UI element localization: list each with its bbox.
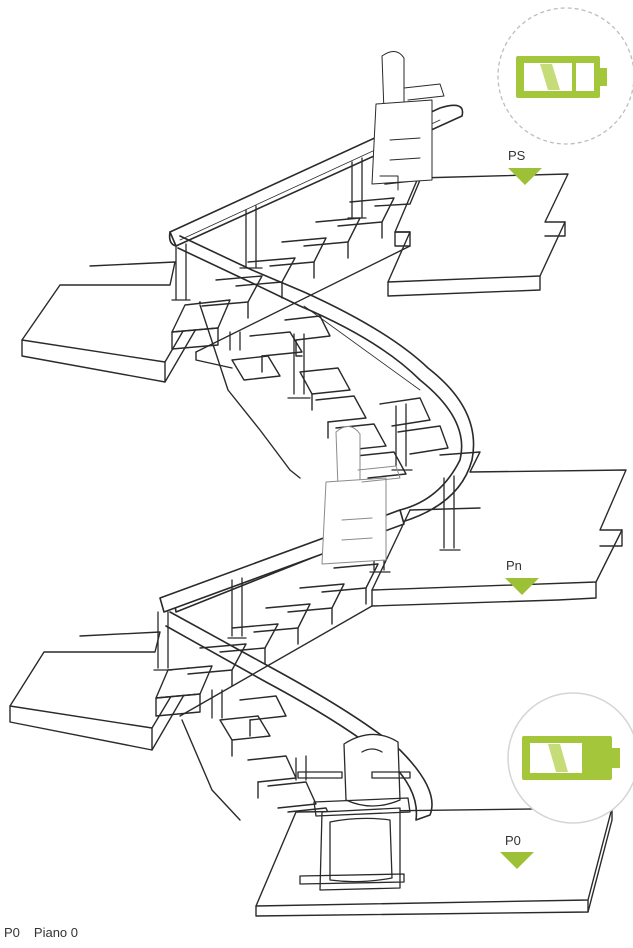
legend-text: Piano 0 (33, 925, 78, 940)
floor-label-p0: P0 (505, 833, 521, 848)
upper-left-landing (21, 261, 201, 383)
bottom-floor-slab (255, 807, 613, 917)
legend-code: P0 (4, 925, 20, 940)
top-floor-slab (387, 173, 569, 297)
stairlift-chair-top (371, 51, 445, 191)
battery-callout-bottom (507, 692, 633, 824)
floor-label-pn: Pn (506, 558, 522, 573)
middle-floor-slab (371, 451, 627, 607)
lower-left-landing (9, 631, 189, 751)
floor-label-ps: PS (508, 148, 526, 163)
stairlift-chair-bottom (297, 733, 411, 891)
stairlift-chair-middle (321, 426, 401, 565)
battery-callout-top (497, 7, 633, 145)
battery-charging-icon (522, 736, 620, 780)
rail-posts (153, 157, 461, 781)
upper-flight-steps (171, 179, 421, 369)
floor-arrow-ps (508, 168, 542, 185)
bottom-flight-steps (181, 695, 337, 835)
floor-arrow-p0 (500, 852, 534, 869)
floor-arrow-pn (505, 578, 539, 595)
legend: P0 Piano 0 (4, 925, 78, 940)
middle-flight-steps (199, 304, 449, 479)
battery-low-icon (516, 56, 607, 98)
